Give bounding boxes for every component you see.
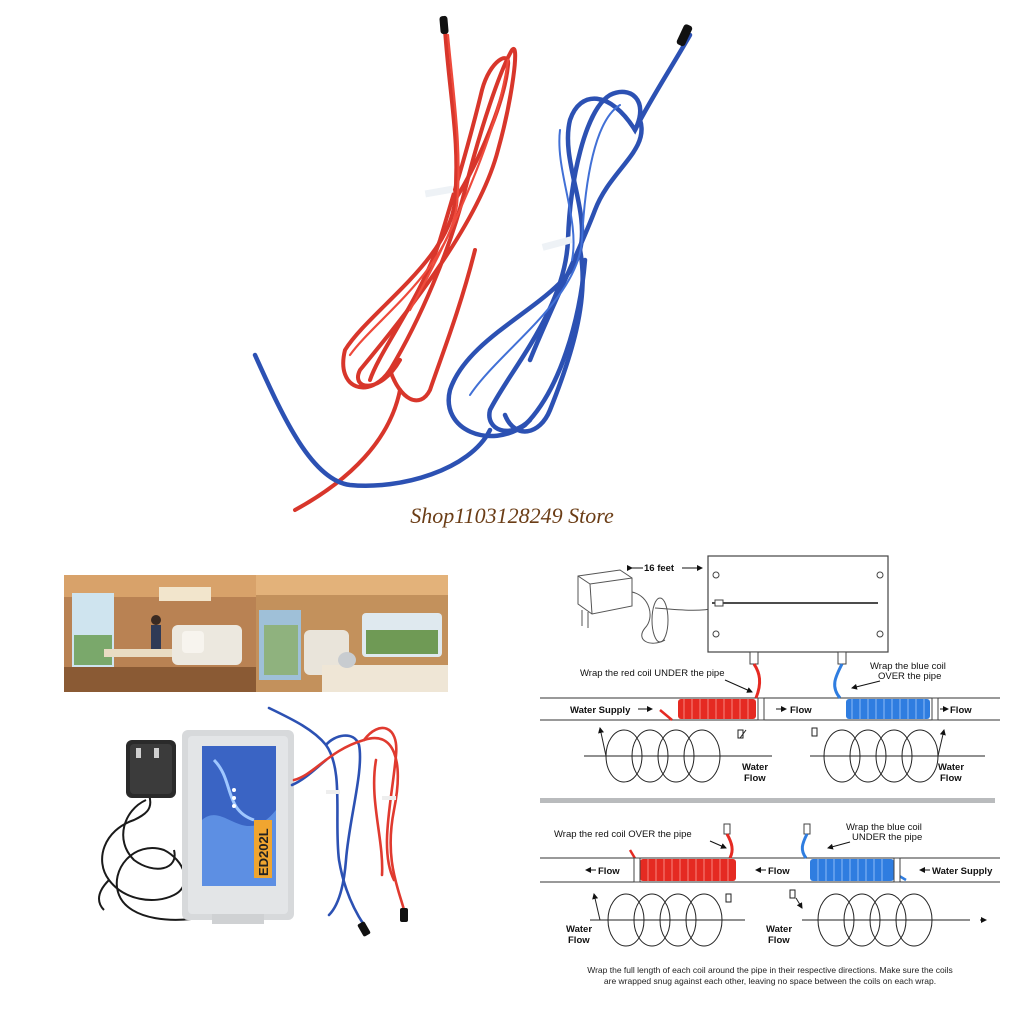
bottom-red-instruction: Wrap the red coil OVER the pipe	[554, 829, 692, 840]
bottom-water-flow-2a: Water	[766, 924, 792, 935]
section-divider	[540, 798, 995, 803]
bottom-water-flow-1a: Water	[566, 924, 592, 935]
bottom-water-flow-2b: Flow	[768, 935, 790, 946]
store-title: Shop1103128249 Store	[410, 503, 614, 528]
sensor-wires-photo	[252, 15, 693, 512]
bottom-flow-2: Flow	[768, 866, 790, 877]
bottom-water-supply: Water Supply	[932, 866, 993, 877]
top-water-flow-1b: Flow	[744, 773, 766, 784]
bottom-flow-1: Flow	[598, 866, 620, 877]
top-blue-instruction-2: OVER the pipe	[878, 671, 941, 682]
bottom-blue-instruction-2: UNDER the pipe	[852, 832, 922, 843]
top-water-supply: Water Supply	[570, 705, 631, 716]
top-flow-1: Flow	[790, 705, 812, 716]
wrapping-instruction-diagram: 16 feet Wrap the red coil UNDER the pipe…	[540, 555, 1000, 986]
adapter-sketch	[577, 569, 716, 644]
top-water-flow-1a: Water	[742, 762, 768, 773]
top-red-instruction: Wrap the red coil UNDER the pipe	[580, 668, 725, 679]
bottom-blue-instruction-1: Wrap the blue coil	[846, 822, 922, 833]
footer-note-2: are wrapped snug against each other, lea…	[604, 976, 936, 986]
bottom-blue-coil	[810, 859, 894, 881]
top-red-coil	[678, 699, 756, 719]
top-water-flow-2a: Water	[938, 762, 964, 773]
product-label: ED202L	[256, 828, 271, 876]
top-water-flow-2b: Flow	[940, 773, 962, 784]
controller-box-outline	[707, 555, 889, 653]
cable-length-label: 16 feet	[644, 563, 675, 574]
top-blue-coil	[846, 699, 930, 719]
rv-interior-photo	[64, 575, 448, 692]
bottom-helix-sketches	[590, 889, 970, 947]
bottom-water-flow-1b: Flow	[568, 935, 590, 946]
footer-note-1: Wrap the full length of each coil around…	[587, 965, 953, 975]
top-flow-2: Flow	[950, 705, 972, 716]
top-helix-sketches	[584, 727, 985, 783]
top-blue-instruction-1: Wrap the blue coil	[870, 661, 946, 672]
product-photo: ED202L	[98, 706, 408, 937]
